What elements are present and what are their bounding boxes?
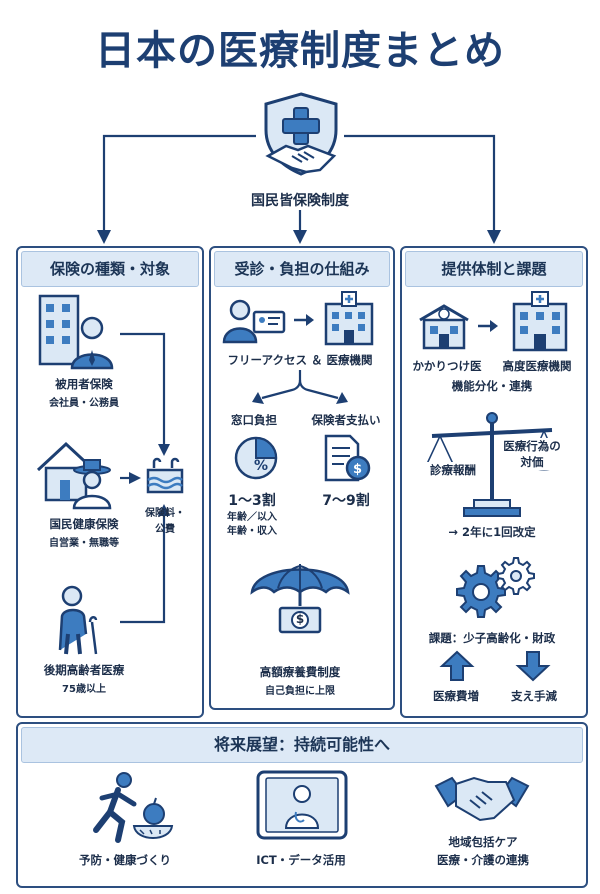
- high-cost-label: 高額療養費制度: [259, 665, 341, 679]
- pie-percent-icon: %: [234, 436, 278, 480]
- down-arrow-icon: [515, 651, 551, 682]
- handshake-icon: [434, 776, 530, 822]
- copay-note-2: 年齢・収入: [227, 526, 277, 537]
- clinic-icon: [419, 304, 469, 350]
- cost-increase-label: 医療費増: [433, 689, 479, 703]
- ict-label: ICT・データ活用: [256, 853, 346, 867]
- community-care-sub: 医療・介護の連携: [437, 853, 529, 867]
- elderly-insurance-sub: 75歳以上: [62, 684, 106, 695]
- insurer-ratio: 7〜9割: [322, 493, 370, 509]
- elderly-insurance-label: 後期高齢者医療: [43, 663, 125, 677]
- top-connector-arrows: [97, 134, 501, 244]
- free-access-label: フリーアクセス ＆ 医療機関: [227, 353, 373, 367]
- employee-insurance-label: 被用者保険: [55, 377, 113, 391]
- insurance-types-header: 保険の種類・対象: [21, 251, 199, 287]
- value-label-2: 対価: [494, 454, 570, 470]
- umbrella-money-icon: [250, 564, 350, 634]
- medical-fee-label: 診療報酬: [420, 462, 486, 478]
- copay-label: 窓口負担: [231, 413, 277, 427]
- consultation-burden-header: 受診・負担の仕組み: [214, 251, 390, 287]
- right-arrow-icon: [478, 320, 498, 332]
- umbrella-dollar: $: [295, 612, 305, 626]
- delivery-issues-header: 提供体制と課題: [405, 251, 583, 287]
- page-title: 日本の医療制度まとめ: [95, 28, 505, 74]
- copay-ratio: 1〜3割: [228, 493, 276, 509]
- invoice-coin-icon: $: [324, 434, 371, 482]
- hospital-icon: [324, 291, 374, 346]
- national-insurance-sub: 自営業・無職等: [49, 538, 119, 549]
- house-farmer-icon: [36, 441, 112, 510]
- national-insurance-label: 国民健康保険: [49, 517, 119, 531]
- advanced-hospital-label: 高度医療機関: [502, 359, 572, 373]
- employee-insurance-sub: 会社員・公務員: [49, 398, 119, 409]
- community-care-label: 地域包括ケア: [448, 835, 518, 849]
- tablet-doctor-icon: [256, 770, 348, 840]
- copay-note-1: 年齢／以入: [227, 512, 277, 523]
- gears-icon: [456, 557, 535, 618]
- runner-fruit-icon: [93, 772, 174, 843]
- prevention-label: 予防・健康づくり: [79, 853, 171, 867]
- high-cost-sub: 自己負担に上限: [265, 686, 335, 697]
- future-outlook-header: 将来展望：持続可能性へ: [21, 727, 583, 763]
- advanced-hospital-icon: [512, 291, 568, 352]
- elderly-person-icon: [58, 585, 98, 655]
- shield-handshake-icon: [264, 92, 338, 176]
- pool-label-2: 公費: [155, 524, 175, 535]
- svg-text:%: %: [254, 458, 268, 474]
- insurance-pool-icon: [146, 457, 184, 494]
- insurer-payment-label: 保険者支払い: [311, 413, 381, 427]
- family-doctor-label: かかりつけ医: [412, 359, 482, 373]
- collaboration-label: 機能分化・連携: [451, 379, 533, 393]
- office-worker-icon: [38, 294, 114, 370]
- svg-text:$: $: [353, 462, 362, 477]
- value-label-1: 医療行為の: [494, 438, 570, 454]
- revision-label: → 2年に1回改定: [448, 525, 536, 539]
- universal-insurance-label: 国民皆保険制度: [251, 193, 349, 209]
- pool-label-1: 保険料・: [145, 508, 185, 519]
- patient-card-icon: [222, 299, 286, 344]
- support-decrease-label: 支え手減: [511, 689, 557, 703]
- right-arrow-icon: [294, 314, 314, 326]
- issue-label: 課題：少子高齢化・財政: [428, 631, 556, 645]
- up-arrow-icon: [439, 650, 475, 681]
